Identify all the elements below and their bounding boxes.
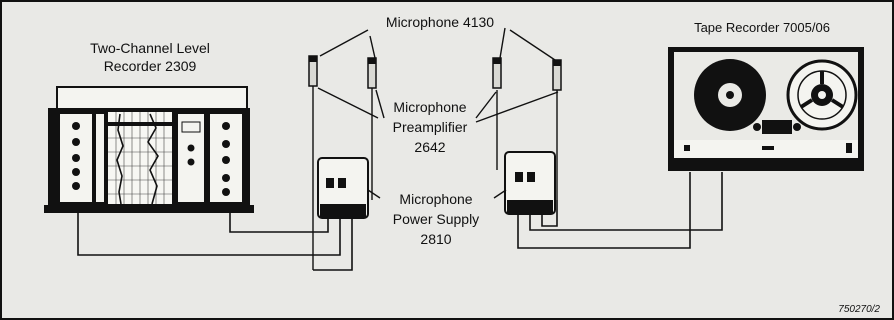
tape-recorder-label: Tape Recorder 7005/06 (694, 20, 830, 35)
level-recorder-trace-2 (147, 113, 159, 205)
level-recorder-pen-bar (104, 122, 178, 126)
level-recorder-foot (44, 205, 254, 213)
power-supply-1 (317, 157, 369, 219)
preamplifier-label-line-1: Microphone (393, 99, 466, 115)
figure-reference-number: 750270/2 (838, 304, 880, 315)
level-recorder-right-knobs (222, 122, 230, 196)
microphone-2 (367, 57, 377, 89)
level-recorder-meter-knob-2 (187, 158, 195, 166)
tape-recorder-right-reel (786, 59, 858, 131)
level-recorder-label-line-2: Recorder 2309 (104, 58, 197, 74)
tape-recorder-guide-right (793, 123, 801, 131)
level-recorder-label-line-1: Two-Channel Level (90, 40, 210, 56)
level-recorder-device (44, 86, 254, 213)
microphone-3 (492, 57, 502, 89)
microphone-leader-lines (319, 27, 556, 61)
preamplifier-label-line-2: Preamplifier (393, 119, 468, 135)
tape-recorder-left-reel (694, 59, 766, 131)
preamplifier-leader-lines (317, 87, 559, 123)
power-supply-2 (504, 151, 556, 215)
microphone-label: Microphone 4130 (386, 14, 494, 30)
preamp-cables (312, 86, 558, 270)
power-supply-label-line-1: Microphone (399, 191, 472, 207)
preamplifier-label-line-3: 2642 (414, 139, 445, 155)
output-cables (77, 172, 723, 271)
level-recorder-meter-knob (187, 144, 195, 152)
power-supply-label-line-3: 2810 (420, 231, 451, 247)
tape-recorder-guide-left (753, 123, 761, 131)
level-recorder-slot-panel (96, 114, 104, 202)
microphone-4 (552, 59, 562, 91)
level-recorder-meter (181, 121, 201, 133)
level-recorder-top-lid (56, 86, 248, 110)
power-supply-label-line-2: Power Supply (393, 211, 479, 227)
level-recorder-left-knobs (72, 122, 80, 190)
tape-recorder-button-2 (762, 146, 774, 150)
tape-recorder-button-1 (684, 145, 690, 151)
tape-recorder-button-3 (846, 143, 852, 153)
power-supply-leader-lines (367, 189, 507, 199)
level-recorder-trace-1 (116, 113, 124, 205)
tape-recorder-device (668, 47, 864, 171)
microphone-1 (308, 55, 318, 87)
tape-recorder-head-block (762, 120, 792, 134)
